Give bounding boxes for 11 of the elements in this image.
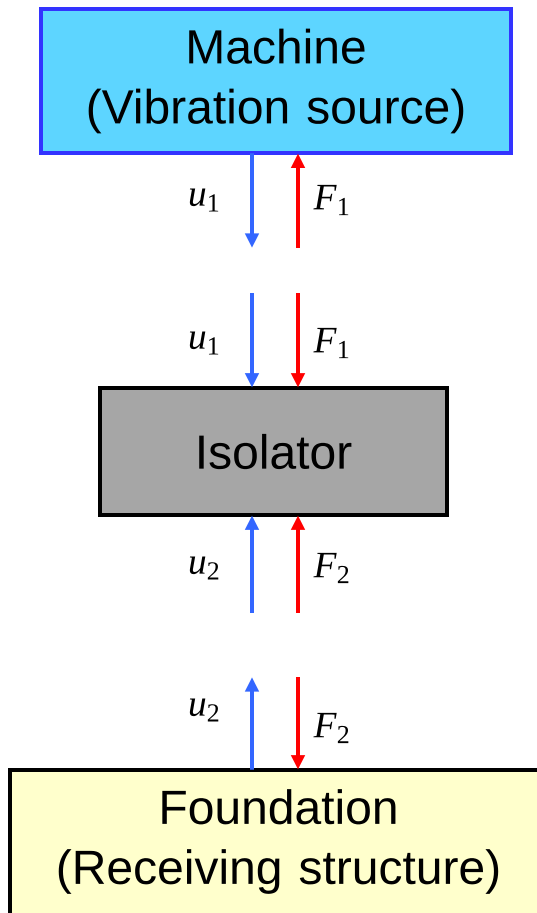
box: Foundation (Receiving structure): [8, 768, 537, 913]
edge-label: u$_{1}$: [186, 330, 222, 356]
edge-label: F$_{1}$: [312, 184, 352, 216]
edge-label: u$_{1}$: [186, 187, 222, 213]
edge-label: F$_{2}$: [312, 552, 352, 584]
edge-label: F$_{1}$: [312, 326, 352, 360]
box: Isolator: [98, 386, 449, 517]
box: Machine (Vibration source): [39, 7, 513, 155]
edge-label: u$_{2}$: [186, 555, 222, 581]
edge-label: u$_{2}$: [186, 697, 222, 723]
edge-label: F$_{2}$: [312, 712, 352, 744]
